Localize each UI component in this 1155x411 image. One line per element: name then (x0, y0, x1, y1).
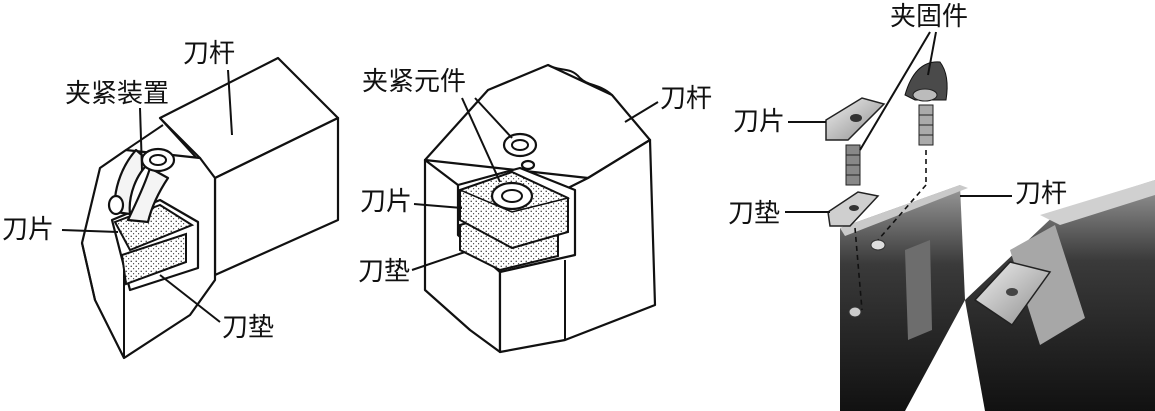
figure-a-shim-leader (159, 274, 221, 323)
figure-a-holder-leader (227, 69, 233, 136)
figure-a-clamp-leader (139, 107, 143, 171)
figure-c-shim-label: 刀垫 (728, 199, 780, 229)
figure-c-exploded-parts (825, 61, 948, 311)
figure-a-insert-leader (61, 229, 119, 233)
figure-b-shim-leader (411, 251, 466, 271)
figure-a-clamp-holder: 刀杆 夹紧装置 刀片 刀垫 (2, 39, 340, 360)
figure-a-shim-label: 刀垫 (222, 313, 274, 343)
figure-b-clamp-leader-2 (474, 97, 513, 139)
figure-c-holder-label: 刀杆 (1015, 179, 1067, 209)
figure-c-fastener-leader-1 (859, 31, 931, 151)
figure-a-holder-drawing (80, 56, 340, 360)
figure-c-holder-photo (840, 180, 1155, 411)
figure-b-clamp-leader-1 (461, 97, 501, 183)
figure-b-shim-label: 刀垫 (358, 257, 410, 287)
figure-b-clamp-element-label: 夹紧元件 (362, 67, 466, 97)
figure-b-clamp-holder: 夹紧元件 刀杆 刀片 刀垫 (358, 63, 712, 354)
figure-b-holder-leader (624, 101, 659, 123)
figure-c-fastener-label: 夹固件 (890, 2, 968, 32)
figure-a-clamp-device-label: 夹紧装置 (65, 79, 169, 109)
figure-c-photo: 夹固件 刀片 刀垫 刀杆 (728, 2, 1155, 411)
figure-b-insert-leader (413, 203, 463, 209)
figure-b-holder-drawing (423, 63, 657, 354)
figure-b-holder-label: 刀杆 (660, 84, 712, 114)
figure-a-holder-label: 刀杆 (183, 39, 235, 69)
figure-c-insert-label: 刀片 (733, 107, 785, 137)
figure-a-insert-label: 刀片 (2, 215, 54, 245)
figure-c-fastener-leader-2 (927, 31, 937, 76)
figure-b-insert-label: 刀片 (360, 187, 412, 217)
